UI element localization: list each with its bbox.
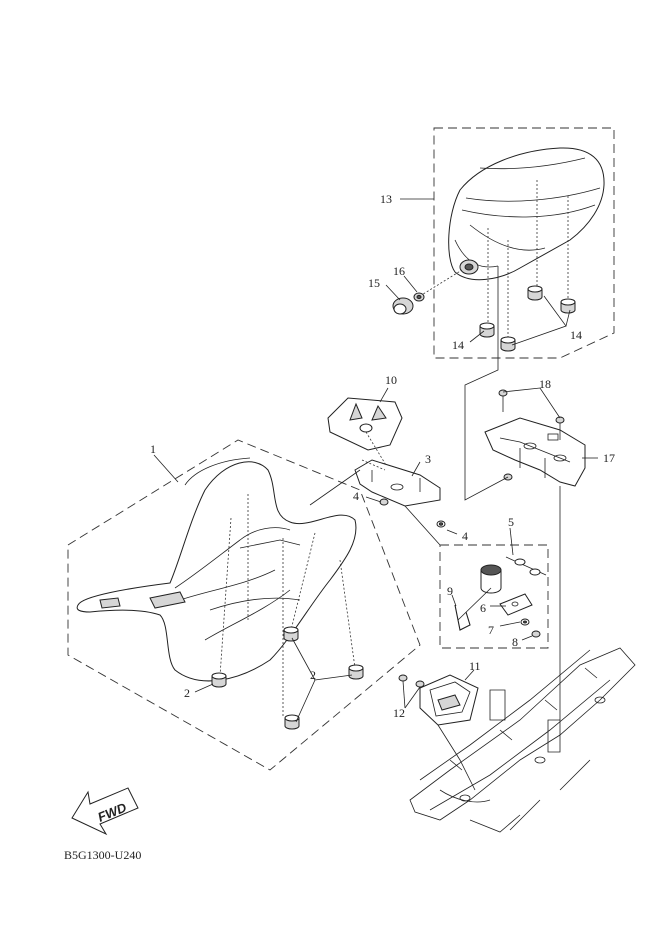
callout-18: 18 (539, 377, 551, 391)
rear-seat-part-13 (448, 147, 605, 281)
knob-part-15 (392, 297, 414, 315)
main-seat-group-outline (67, 439, 421, 771)
callout-16: 16 (393, 264, 405, 278)
callout-8: 8 (512, 635, 518, 649)
callout-9: 9 (447, 584, 453, 598)
plate-part-10 (327, 397, 403, 451)
callout-14: 14 (570, 328, 582, 342)
callout-5: 5 (508, 515, 514, 529)
callout-6: 6 (480, 601, 486, 615)
bracket-part-17 (484, 417, 586, 487)
callout-2: 2 (310, 668, 316, 682)
forward-arrow-icon: FWD (71, 787, 139, 836)
callout-1: 1 (150, 442, 156, 456)
washer-part-7 (520, 618, 530, 626)
main-seat-part-1 (76, 457, 357, 682)
callout-2: 2 (184, 686, 190, 700)
callout-15: 15 (368, 276, 380, 290)
bolt-part-4 (379, 498, 446, 528)
bolt-part-18 (498, 389, 565, 481)
callout-10: 10 (385, 373, 397, 387)
bracket-part-3 (354, 459, 441, 507)
callout-17: 17 (603, 451, 615, 465)
callout-3: 3 (425, 452, 431, 466)
clip-part-9 (454, 604, 471, 631)
callout-4: 4 (462, 529, 468, 543)
bolt-part-12 (398, 674, 425, 688)
screw-part-8 (531, 630, 541, 638)
nut-part-16 (413, 292, 425, 302)
callout-4: 4 (353, 489, 359, 503)
callout-11: 11 (469, 659, 481, 673)
rear-seat-group-outline (433, 127, 615, 359)
callout-7: 7 (488, 623, 494, 637)
damper-part-2 (211, 626, 364, 730)
lock-cylinder-part-5 (480, 556, 547, 594)
callout-12: 12 (393, 706, 405, 720)
callout-13: 13 (380, 192, 392, 206)
diagram-code: B5G1300-U240 (64, 848, 142, 862)
damper-part-14 (479, 285, 576, 352)
box-part-11 (419, 674, 479, 726)
plate-part-6 (499, 593, 533, 616)
callout-14: 14 (452, 338, 464, 352)
frame-outline (409, 647, 636, 833)
